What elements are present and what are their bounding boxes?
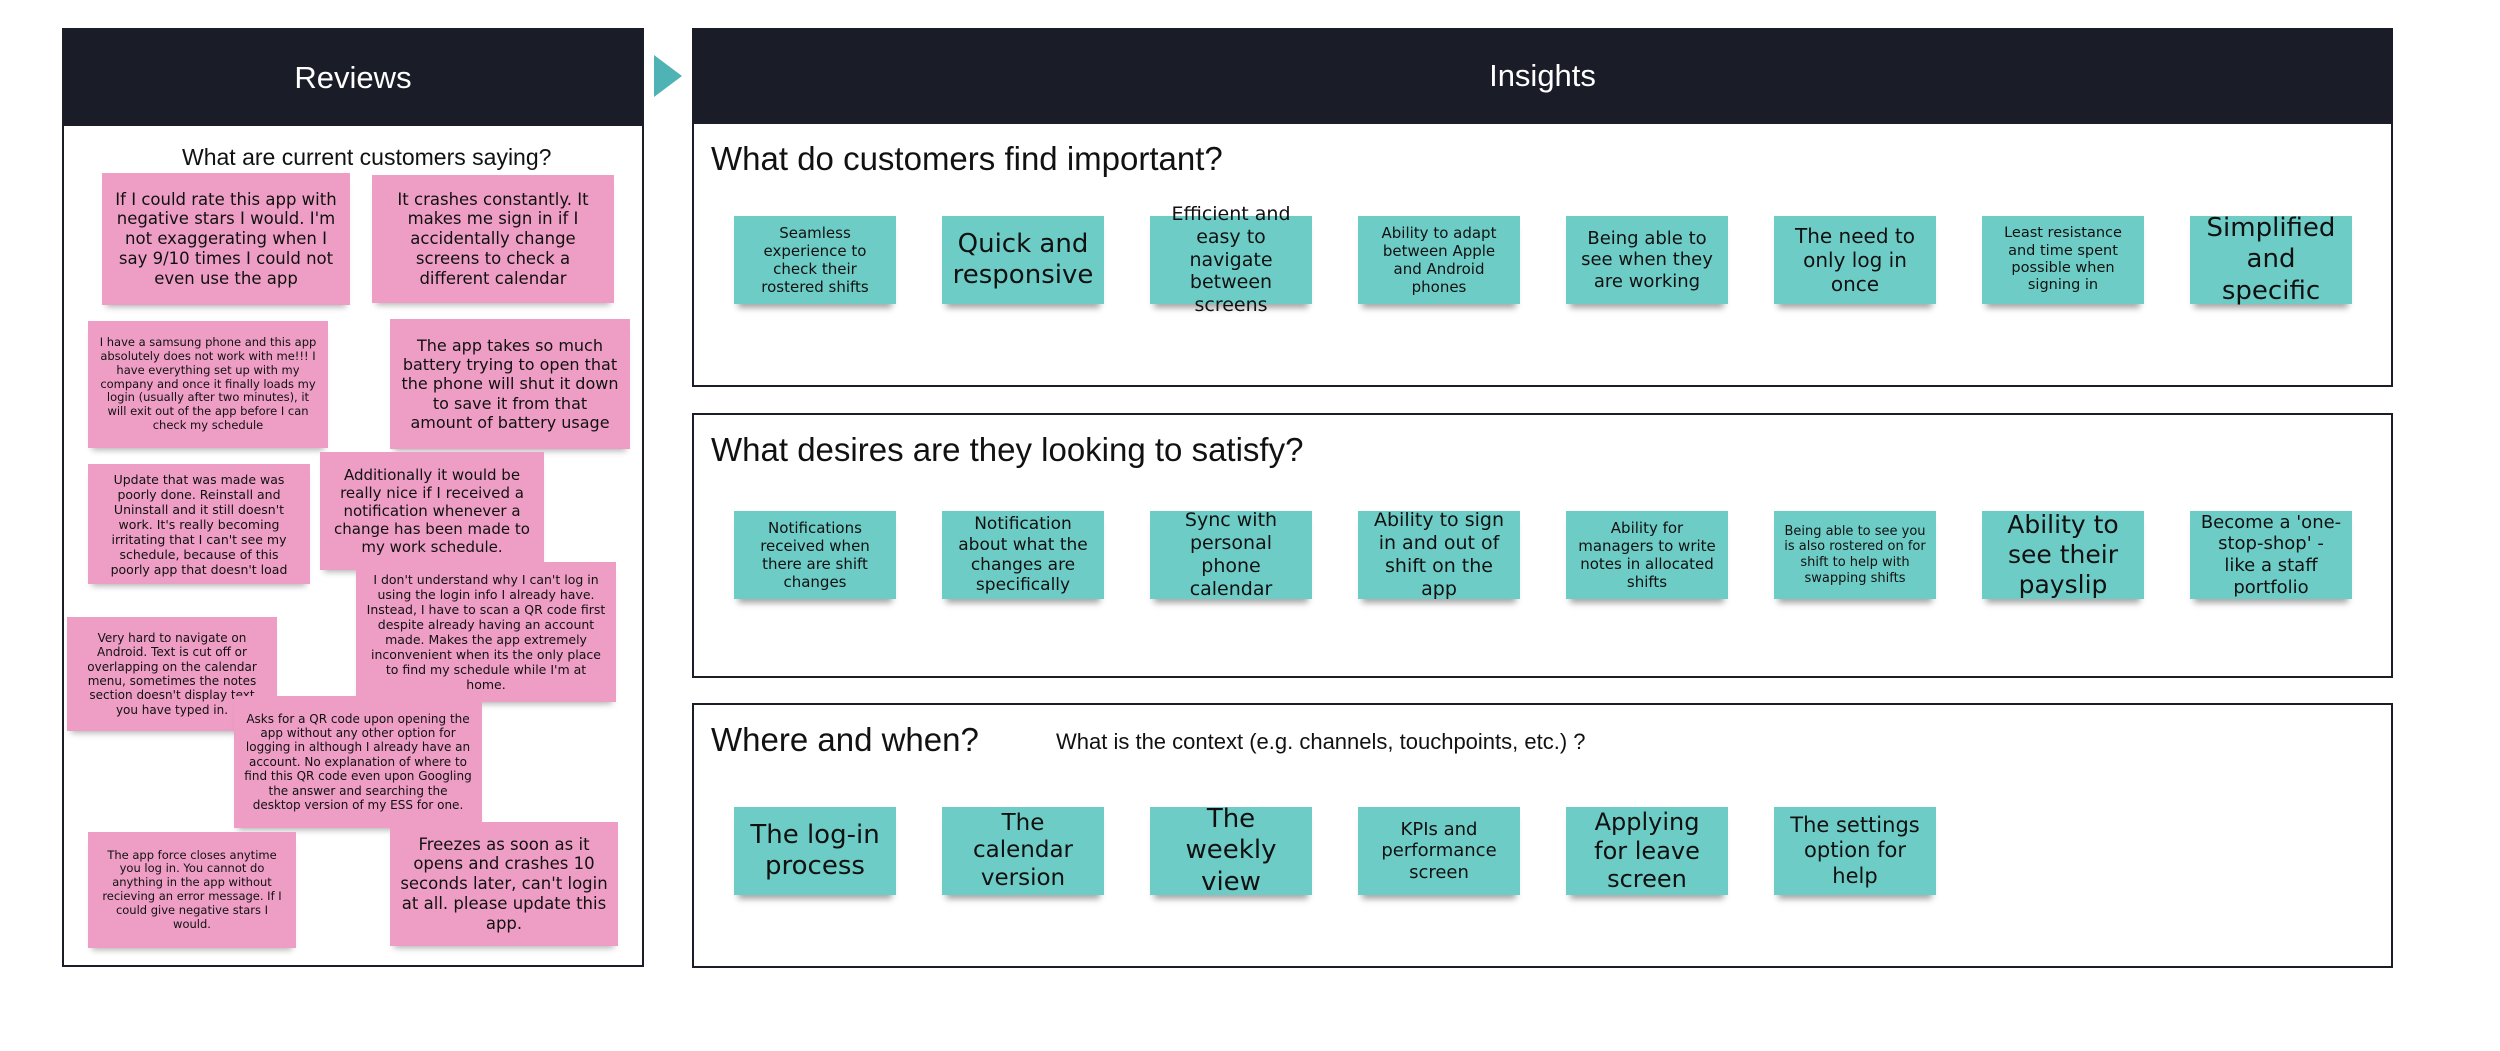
insight-note[interactable]: Least resistance and time spent possible… (1982, 216, 2144, 304)
insight-note[interactable]: Ability to sign in and out of shift on t… (1358, 509, 1520, 600)
section-title: What desires are they looking to satisfy… (711, 431, 1304, 468)
insight-note[interactable]: The weekly view (1150, 804, 1312, 897)
review-note[interactable]: Asks for a QR code upon opening the app … (234, 696, 482, 828)
review-note[interactable]: The app takes so much battery trying to … (390, 319, 630, 449)
review-note[interactable]: I don't understand why I can't log in us… (356, 562, 616, 702)
review-note[interactable]: If I could rate this app with negative s… (102, 173, 350, 305)
section-important: What do customers find important? Seamle… (692, 122, 2393, 387)
review-note[interactable]: Very hard to navigate on Android. Text i… (67, 617, 277, 731)
section-where-when: Where and when? What is the context (e.g… (692, 703, 2393, 968)
review-note[interactable]: The app force closes anytime you log in.… (88, 832, 296, 948)
insight-note[interactable]: Sync with personal phone calendar (1150, 509, 1312, 600)
section-subtitle: What is the context (e.g. channels, touc… (1056, 729, 1586, 754)
insight-note[interactable]: Seamless experience to check their roste… (734, 216, 896, 304)
insights-title: Insights (1489, 58, 1596, 93)
section-desires: What desires are they looking to satisfy… (692, 413, 2393, 678)
insight-note[interactable]: Ability to adapt between Apple and Andro… (1358, 216, 1520, 304)
insight-note[interactable]: Ability for managers to write notes in a… (1566, 511, 1728, 599)
insight-note[interactable]: The log-in process (734, 807, 896, 895)
reviews-header: Reviews (64, 30, 642, 126)
insight-note[interactable]: Ability to see their payslip (1982, 510, 2144, 599)
reviews-panel: Reviews What are current customers sayin… (62, 28, 644, 967)
insight-note[interactable]: Quick and responsive (942, 216, 1104, 304)
insight-note[interactable]: Simplified and specific (2190, 213, 2352, 306)
insight-note[interactable]: Applying for leave screen (1566, 807, 1728, 895)
insight-note[interactable]: Notifications received when there are sh… (734, 511, 896, 599)
insights-header: Insights (692, 28, 2393, 124)
insight-note[interactable]: The need to only log in once (1774, 216, 1936, 304)
flow-arrow-icon (654, 55, 682, 97)
insight-note[interactable]: Being able to see you is also rostered o… (1774, 511, 1936, 599)
insight-note[interactable]: Become a 'one-stop-shop' - like a staff … (2190, 511, 2352, 599)
insight-note[interactable]: Efficient and easy to navigate between s… (1150, 203, 1312, 316)
reviews-question: What are current customers saying? (182, 144, 552, 170)
reviews-title: Reviews (294, 60, 412, 95)
review-note[interactable]: Freezes as soon as it opens and crashes … (390, 822, 618, 946)
insight-note[interactable]: The settings option for help (1774, 807, 1936, 895)
insight-note[interactable]: KPIs and performance screen (1358, 807, 1520, 895)
section-title: What do customers find important? (711, 140, 1223, 177)
review-note[interactable]: I have a samsung phone and this app abso… (88, 321, 328, 448)
review-note[interactable]: Additionally it would be really nice if … (320, 452, 544, 570)
insight-note[interactable]: Notification about what the changes are … (942, 511, 1104, 599)
insight-note[interactable]: Being able to see when they are working (1566, 216, 1728, 304)
review-note[interactable]: It crashes constantly. It makes me sign … (372, 175, 614, 303)
section-title: Where and when? (711, 721, 979, 758)
insight-note[interactable]: The calendar version (942, 807, 1104, 895)
review-note[interactable]: Update that was made was poorly done. Re… (88, 464, 310, 584)
